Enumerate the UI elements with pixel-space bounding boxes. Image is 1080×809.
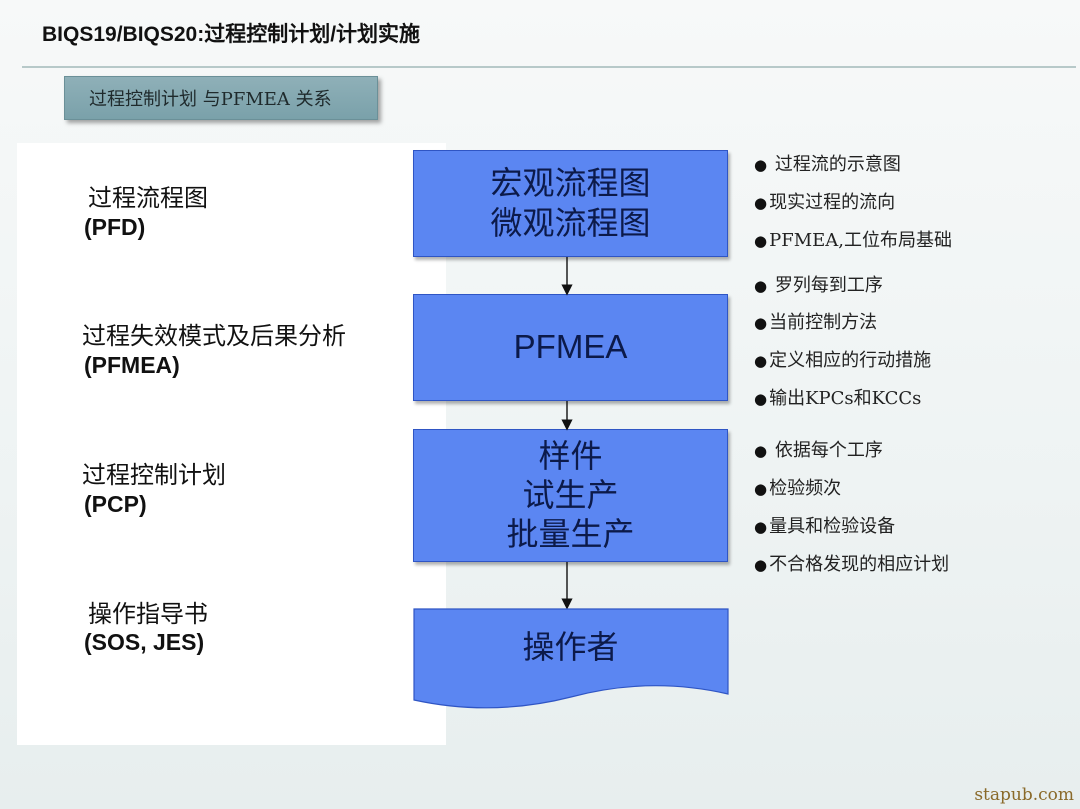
bullet-item: ● 依据每个工序 xyxy=(754,436,883,462)
bullet-dot-icon: ● xyxy=(754,232,768,250)
doc-code-pfmea: (PFMEA) xyxy=(84,352,180,378)
bullet-dot-icon: ● xyxy=(754,277,768,295)
flow-box-pfd: 宏观流程图 微观流程图 xyxy=(413,150,728,257)
bullet-item: ●PFMEA,工位布局基础 xyxy=(754,226,952,252)
bullet-text: 量具和检验设备 xyxy=(769,516,896,537)
bullet-item: ●检验频次 xyxy=(754,474,841,500)
doc-title-sos: 操作指导书 xyxy=(88,600,208,628)
watermark: stapub.com xyxy=(974,785,1074,805)
operator-label: 操作者 xyxy=(522,628,619,666)
bullet-item: ●量具和检验设备 xyxy=(754,512,895,538)
flow-box-pcp: 样件 试生产 批量生产 xyxy=(413,429,728,562)
flow-box-pfmea: PFMEA xyxy=(413,294,728,401)
bullet-dot-icon: ● xyxy=(754,156,768,174)
bullet-dot-icon: ● xyxy=(754,442,768,460)
box-line: 批量生产 xyxy=(506,515,635,554)
header-divider xyxy=(22,66,1076,68)
bullet-item: ●定义相应的行动措施 xyxy=(754,346,931,372)
bullet-item: ●当前控制方法 xyxy=(754,308,877,334)
bullet-dot-icon: ● xyxy=(754,390,768,408)
bullet-text: 不合格发现的相应计划 xyxy=(769,554,950,575)
bullet-dot-icon: ● xyxy=(754,480,768,498)
bullet-text: 过程流的示意图 xyxy=(774,154,901,175)
box-line: 样件 xyxy=(538,436,603,475)
doc-code-pcp: (PCP) xyxy=(84,491,147,517)
bullet-item: ● 过程流的示意图 xyxy=(754,150,901,176)
box-line: PFMEA xyxy=(513,328,628,366)
bullet-text: 现实过程的流向 xyxy=(769,192,896,213)
doc-title-pcp: 过程控制计划 xyxy=(82,461,226,489)
bullet-text: 当前控制方法 xyxy=(769,312,878,333)
left-panel xyxy=(17,143,446,745)
bullet-item: ● 罗列每到工序 xyxy=(754,271,883,297)
bullet-text: 检验频次 xyxy=(769,478,842,499)
bullet-dot-icon: ● xyxy=(754,518,768,536)
bullet-item: ●输出KPCs和KCCs xyxy=(754,384,921,410)
doc-title-pfd: 过程流程图 xyxy=(88,184,208,212)
doc-code-pfd: (PFD) xyxy=(84,214,146,240)
bullet-dot-icon: ● xyxy=(754,194,768,212)
bullet-item: ●不合格发现的相应计划 xyxy=(754,550,949,576)
bullet-text: PFMEA,工位布局基础 xyxy=(769,230,952,251)
doc-code-sos: (SOS, JES) xyxy=(84,629,205,655)
bullet-text: 罗列每到工序 xyxy=(774,275,883,296)
doc-title-pfmea: 过程失效模式及后果分析 xyxy=(82,322,346,350)
bullet-dot-icon: ● xyxy=(754,556,768,574)
bullet-item: ●现实过程的流向 xyxy=(754,188,895,214)
box-line: 试生产 xyxy=(522,475,619,514)
bullet-text: 依据每个工序 xyxy=(774,440,883,461)
bullet-text: 定义相应的行动措施 xyxy=(769,350,932,371)
bullet-text: 输出KPCs和KCCs xyxy=(769,388,922,409)
bullet-dot-icon: ● xyxy=(754,314,768,332)
header-title: BIQS19/BIQS20:过程控制计划/计划实施 xyxy=(42,23,421,46)
box-line: 微观流程图 xyxy=(490,203,651,242)
bullet-dot-icon: ● xyxy=(754,352,768,370)
section-badge: 过程控制计划 与PFMEA 关系 xyxy=(64,76,378,120)
box-line: 宏观流程图 xyxy=(490,164,651,203)
